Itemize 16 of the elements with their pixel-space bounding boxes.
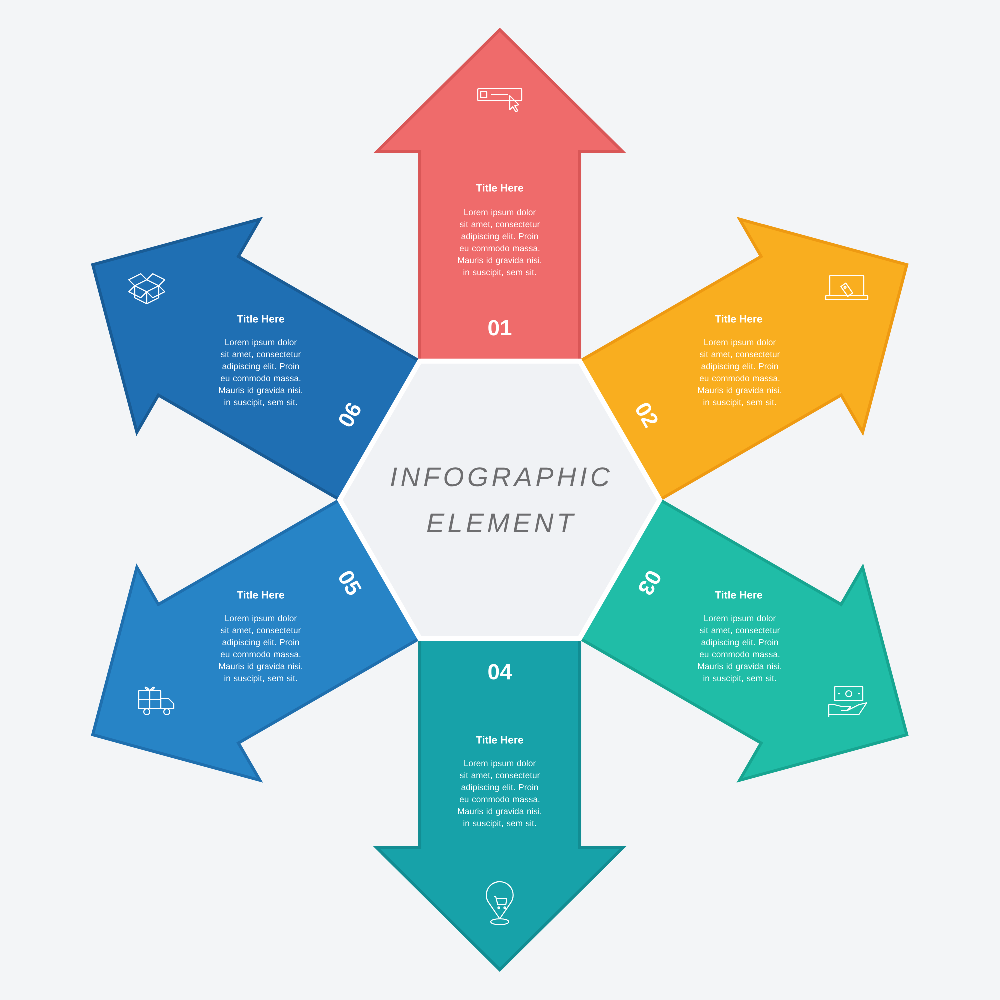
step-text: Lorem ipsum dolor sit amet, consectetur adipiscing elit. Proin eu commodo massa. Mauris id gravida nisi. in suscipit, sem sit. (698, 615, 782, 684)
step-title: Title Here (715, 591, 762, 599)
step-number: 01 (488, 320, 512, 336)
step-text: Lorem ipsum dolor sit amet, consectetur adipiscing elit. Proin eu commodo massa. Mauris id gravida nisi. in suscipit, sem sit. (219, 615, 302, 684)
step-number: 02 (636, 403, 658, 429)
step-number: 03 (639, 571, 661, 596)
center-title: INFOGRAPHIC ELEMENT (391, 468, 610, 532)
step-text: Lorem ipsum dolor sit amet, consectetur adipiscing elit. Proin eu commodo massa. Mauris id gravida nisi. in suscipit, sem sit. (698, 339, 782, 408)
step-number: 05 (339, 571, 362, 596)
step-title: Title Here (237, 315, 284, 323)
step-text: Lorem ipsum dolor sit amet, consectetur adipiscing elit. Proin eu commodo massa. Mauris id gravida nisi. in suscipit, sem sit. (219, 339, 302, 408)
step-number: 06 (339, 403, 361, 427)
step-title: Title Here (715, 315, 762, 323)
step-title: Title Here (237, 591, 284, 599)
step-title: Title Here (476, 184, 524, 192)
step-text: Lorem ipsum dolor sit amet, consectetur adipiscing elit. Proin eu commodo massa. Mauris id gravida nisi. in suscipit, sem sit. (458, 209, 542, 278)
